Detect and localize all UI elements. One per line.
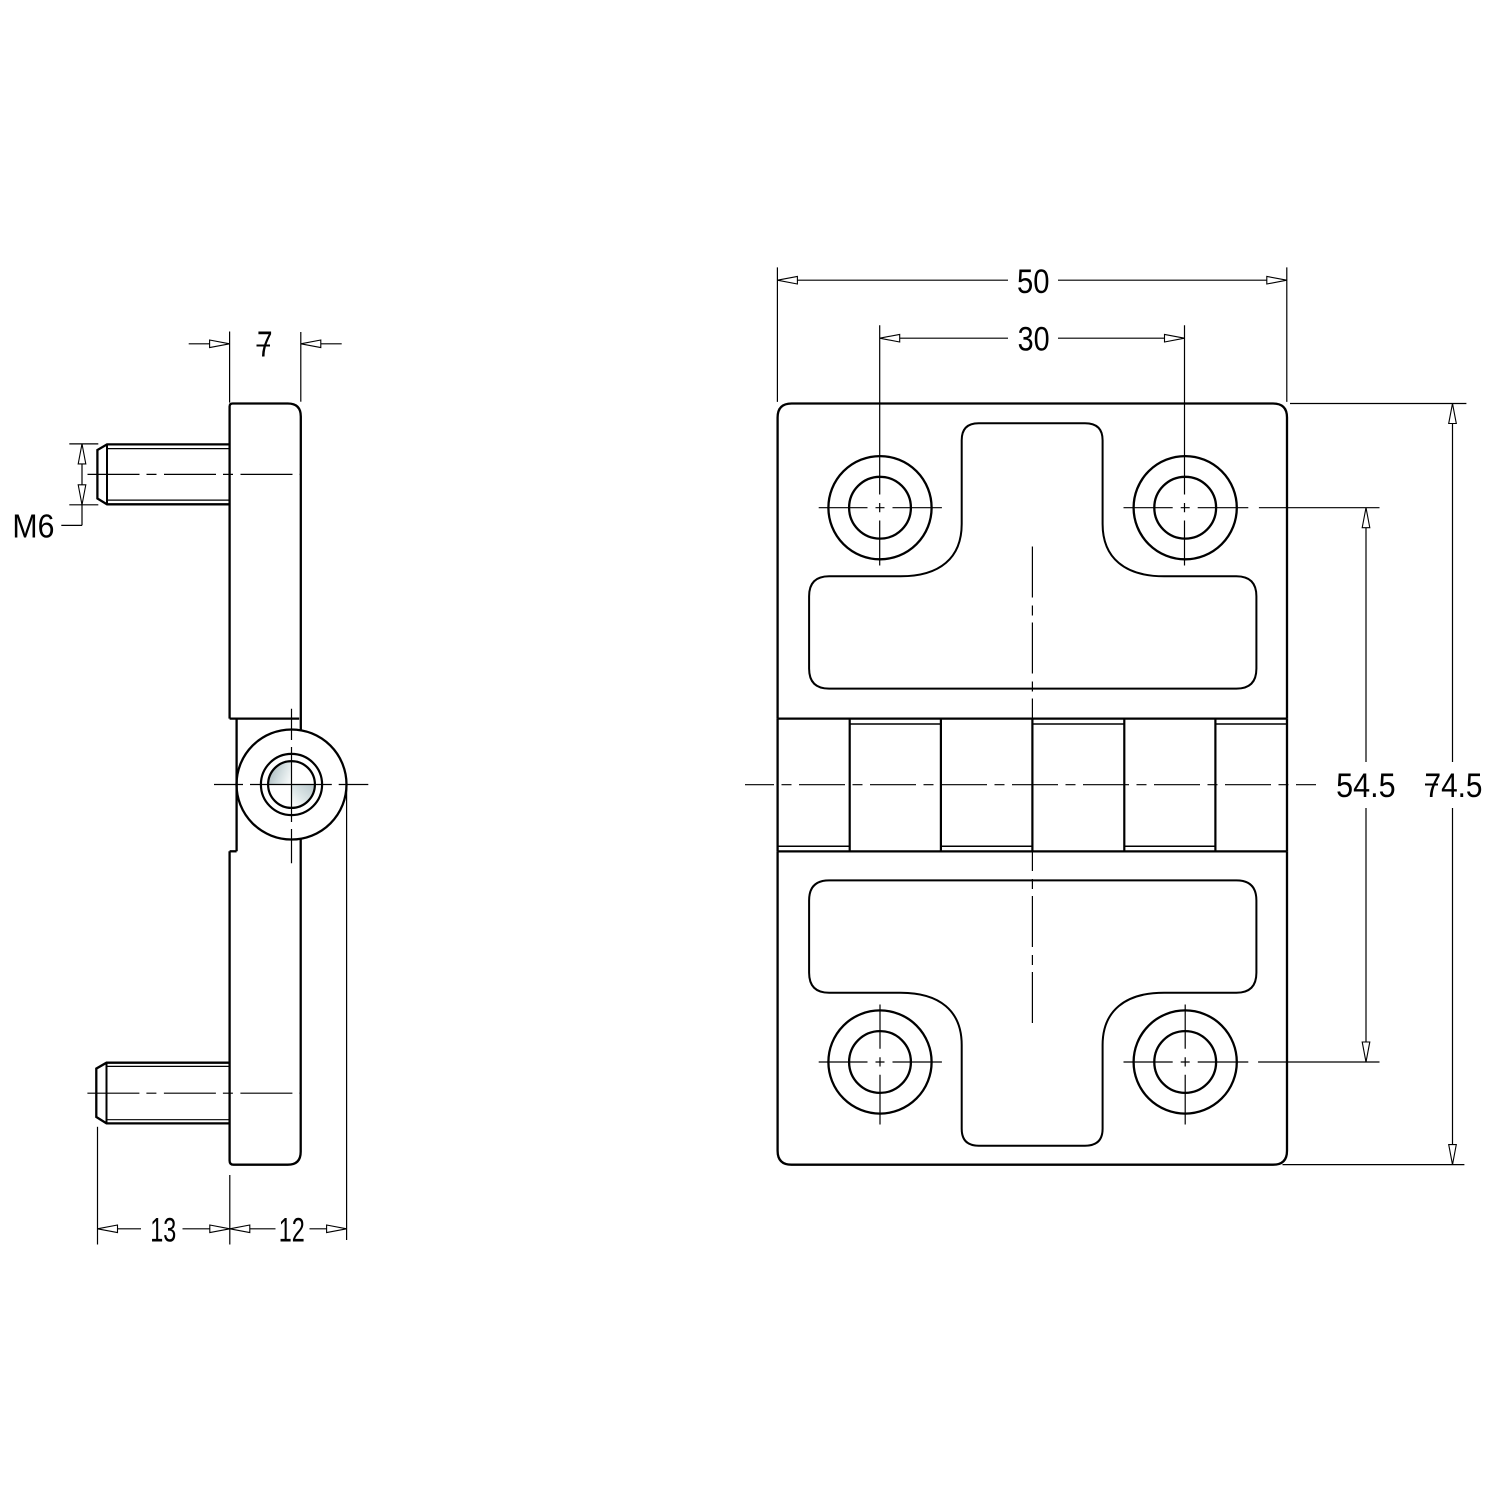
svg-text:13: 13 — [150, 1211, 176, 1249]
svg-text:30: 30 — [1018, 320, 1050, 358]
svg-text:12: 12 — [279, 1211, 305, 1249]
svg-text:74.5: 74.5 — [1425, 767, 1483, 805]
svg-text:M6: M6 — [12, 507, 54, 544]
svg-text:50: 50 — [1017, 263, 1050, 301]
svg-text:54.5: 54.5 — [1336, 767, 1396, 805]
svg-text:7: 7 — [257, 324, 273, 365]
